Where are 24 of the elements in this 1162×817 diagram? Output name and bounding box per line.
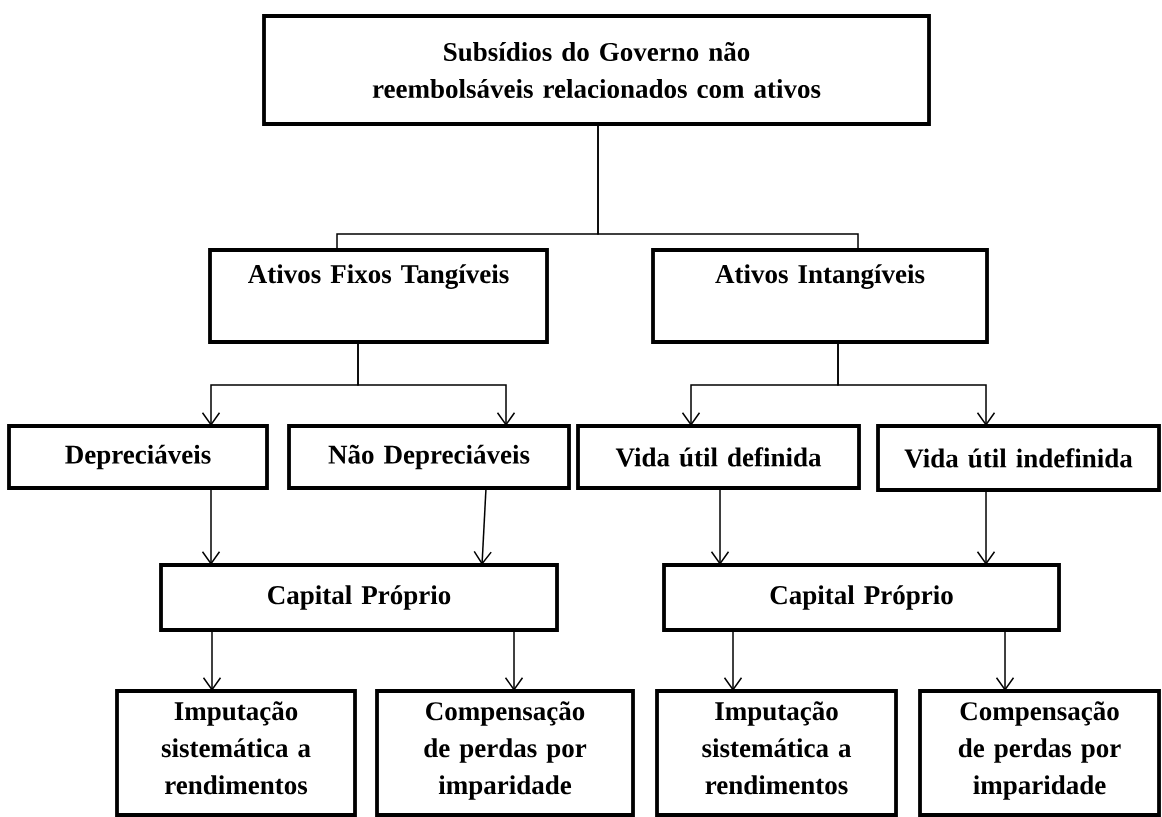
- box: Ativos Fixos Tangíveis: [208, 248, 549, 344]
- arrow: [837, 341, 996, 426]
- arrow: [357, 341, 516, 426]
- connector-line: [597, 123, 859, 251]
- box: Capital Próprio: [662, 563, 1061, 632]
- box: Vida útil indefinida: [876, 424, 1161, 492]
- box: Imputação sistemática a rendimentos: [655, 689, 898, 817]
- box: Compensação de perdas por imparidade: [375, 689, 635, 817]
- arrow: [201, 487, 221, 565]
- arrow: [995, 629, 1015, 691]
- box: Capital Próprio: [159, 563, 559, 632]
- arrow: [202, 629, 222, 691]
- box: Compensação de perdas por imparidade: [918, 689, 1161, 817]
- arrow: [504, 629, 524, 691]
- box: Depreciáveis: [7, 424, 269, 490]
- box: Imputação sistemática a rendimentos: [115, 689, 357, 817]
- box: Não Depreciáveis: [287, 424, 571, 490]
- arrow: [723, 629, 743, 691]
- arrow: [710, 487, 730, 565]
- box: Ativos Intangíveis: [651, 248, 989, 344]
- arrow: [976, 489, 996, 565]
- box: Vida útil definida: [576, 424, 861, 490]
- arrow: [473, 487, 492, 565]
- box: Subsídios do Governo não reembolsáveis relacionados com ativos: [262, 14, 931, 126]
